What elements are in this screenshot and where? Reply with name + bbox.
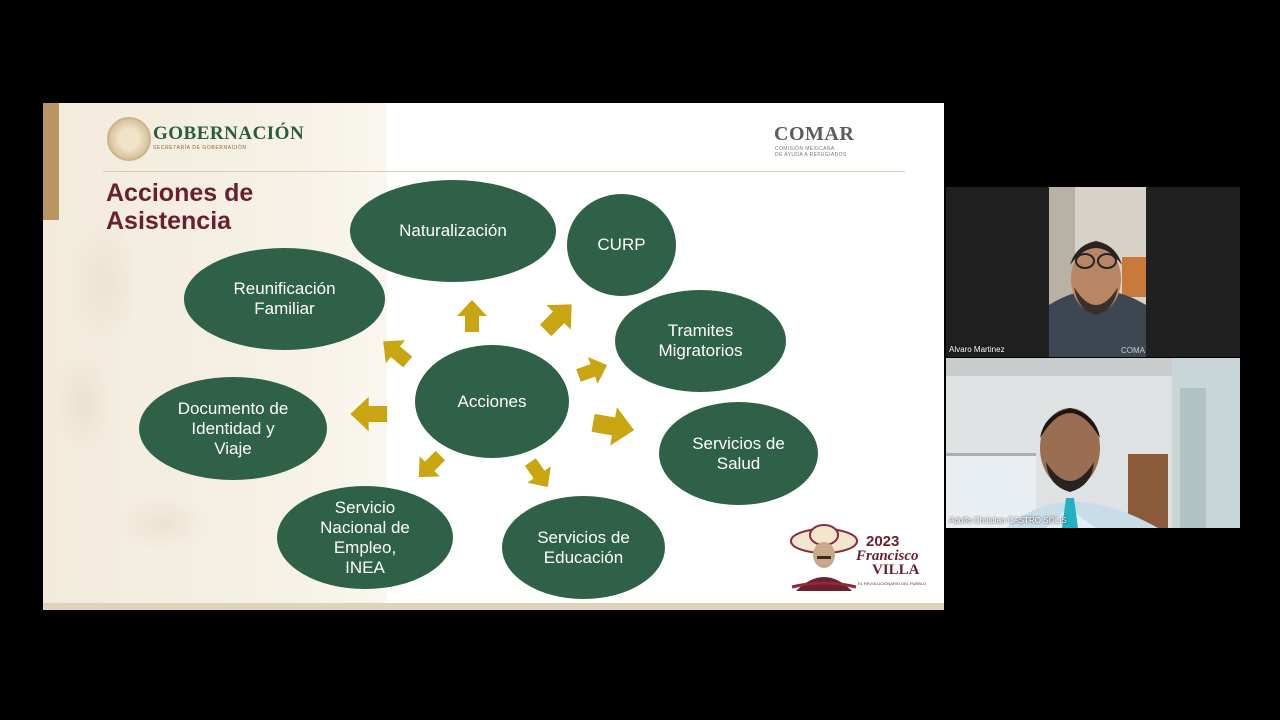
slide-title: Acciones de Asistencia [106,179,253,235]
comar-logo-subtitle-2: DE AYUDA A REFUGIADOS [775,152,847,158]
node-educacion-label: Servicios de Educación [537,527,630,567]
node-reunificacion-label: Reunificación Familiar [233,279,336,318]
comar-logo-title: COMAR [774,123,855,145]
node-reunificacion-familiar: Reunificación Familiar [184,248,385,350]
node-servicios-educacion: Servicios de Educación [502,496,665,599]
arrow-to-curp [539,304,572,337]
diagram-arrows [350,300,635,488]
slide-bottom-bar [43,603,944,610]
arrow-to-empleo [418,450,446,478]
node-documento-label: Documento de Identidad y Viaje [177,398,289,458]
node-naturalizacion: Naturalización [350,180,556,282]
node-curp: CURP [567,194,676,296]
arrow-to-educacion [524,458,551,488]
participant-video-1: COMA [946,187,1240,357]
node-tramites-label: Tramites Migratorios [658,321,743,360]
center-node-acciones: Acciones [415,345,569,458]
slide-title-line-2: Asistencia [106,207,232,235]
node-naturalizacion-label: Naturalización [399,221,507,240]
villa-logo-subtitle: EL REVOLUCIONARIO DEL PUEBLO [858,581,927,586]
node-tramites-migratorios: Tramites Migratorios [615,290,786,392]
arrow-to-naturalizacion [457,300,487,332]
gobernacion-logo-subtitle: SECRETARÍA DE GOBERNACIÓN [153,145,247,151]
center-node-label: Acciones [457,391,527,411]
participant-1-shirt-badge: COMA [1121,346,1146,355]
node-curp-label: CURP [597,235,646,254]
node-servicios-salud: Servicios de Salud [659,402,818,505]
villa-logo-name-2: VILLA [872,562,920,578]
francisco-villa-portrait-icon [790,524,858,591]
node-documento-identidad: Documento de Identidad y Viaje [139,377,327,480]
villa-logo-name-1: Francisco [856,548,919,564]
participant-1-name: Alvaro Martinez [949,345,1005,354]
participant-tile-1[interactable]: COMA Alvaro Martinez [946,187,1240,357]
node-salud-label: Servicios de Salud [692,433,785,473]
participant-video-2 [946,358,1240,528]
participant-2-name: Adolfo Christian CASTRO SOLIS [949,516,1067,525]
arrow-to-tramites [576,356,608,384]
gobernacion-logo-title: GOBERNACIÓN [153,123,305,144]
node-empleo-label: Servicio Nacional de Empleo, INEA [320,497,410,577]
gobernacion-seal-icon [107,117,151,161]
comar-logo-subtitle-1: COMISIÓN MEXICANA [775,146,835,152]
shared-slide: GOBERNACIÓN SECRETARÍA DE GOBERNACIÓN CO… [43,103,944,610]
participant-tile-2[interactable]: Adolfo Christian CASTRO SOLIS [946,358,1240,528]
arrow-to-documento [350,396,388,432]
slide-title-line-1: Acciones de [106,179,254,207]
header-divider [103,171,905,172]
arrow-to-salud [591,407,635,446]
node-servicio-empleo: Servicio Nacional de Empleo, INEA [277,486,453,589]
arrow-to-reunificacion [383,340,413,368]
slide-accent-bar [43,103,59,220]
villa-logo-year: 2023 [866,533,900,550]
